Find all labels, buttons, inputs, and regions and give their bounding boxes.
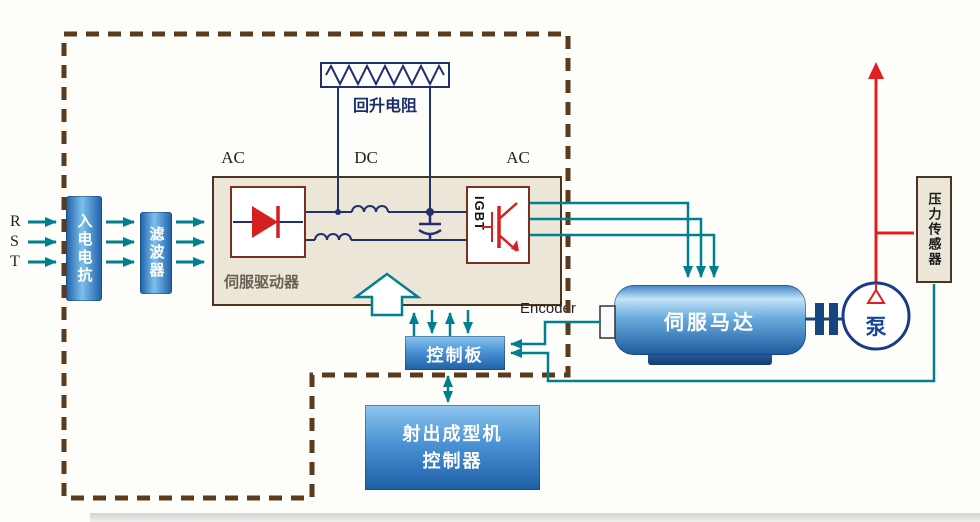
pressure-sensor-block: 压力传感器 <box>916 176 952 283</box>
servo-motor-label: 伺服马达 <box>664 311 756 334</box>
filter-to-driver-arrows <box>176 217 205 267</box>
coupling-bar <box>829 303 838 335</box>
coupling-bar <box>815 303 824 335</box>
encoder-feedback-line <box>510 320 601 349</box>
input-reactor-block: 入电电抗 <box>66 196 102 301</box>
driver-control-arrows <box>409 310 473 336</box>
regen-resistor-label: 回升电阻 <box>352 98 417 115</box>
filter-block: 滤波器 <box>140 212 172 294</box>
pump-label: 泵 <box>866 316 887 339</box>
machine-controller-label-line2: 控制器 <box>422 450 483 471</box>
phase-label-r: R <box>10 213 21 230</box>
ac-input-label: AC <box>221 148 245 167</box>
igbt-box: IGBT <box>466 186 530 264</box>
pressure-sensor-label: 压力传感器 <box>926 192 942 267</box>
encoder-connector <box>599 305 616 339</box>
phase-label-s: S <box>10 233 19 250</box>
encoder-label: Encoder <box>520 300 576 317</box>
pump-valve-triangle-icon <box>866 288 886 304</box>
control-board-label: 控制板 <box>426 345 484 365</box>
servo-motor-block: 伺服马达 <box>614 285 806 355</box>
ac-output-label: AC <box>506 148 530 167</box>
page-edge-shadow <box>90 513 980 522</box>
pump-circle <box>841 281 911 351</box>
pump-assembly: 泵 <box>841 281 911 351</box>
servo-driver-label: 伺服驱动器 <box>224 274 300 291</box>
rectifier-box <box>230 186 306 258</box>
filter-label: 滤波器 <box>147 226 165 280</box>
control-board-block: 控制板 <box>405 336 505 370</box>
machine-controller-block: 射出成型机 控制器 <box>365 405 540 490</box>
pressure-line-red <box>868 62 914 284</box>
shaft-coupling <box>805 303 845 335</box>
dc-link-label: DC <box>354 148 378 167</box>
machine-controller-label-line1: 射出成型机 <box>402 424 503 445</box>
igbt-label: IGBT <box>472 196 487 232</box>
phase-label-t: T <box>10 253 20 270</box>
input-reactor-label: 入电电抗 <box>75 212 93 285</box>
regen-resistor-box <box>320 62 450 88</box>
three-phase-input-arrows <box>28 217 57 267</box>
reactor-to-filter-arrows <box>106 217 135 267</box>
